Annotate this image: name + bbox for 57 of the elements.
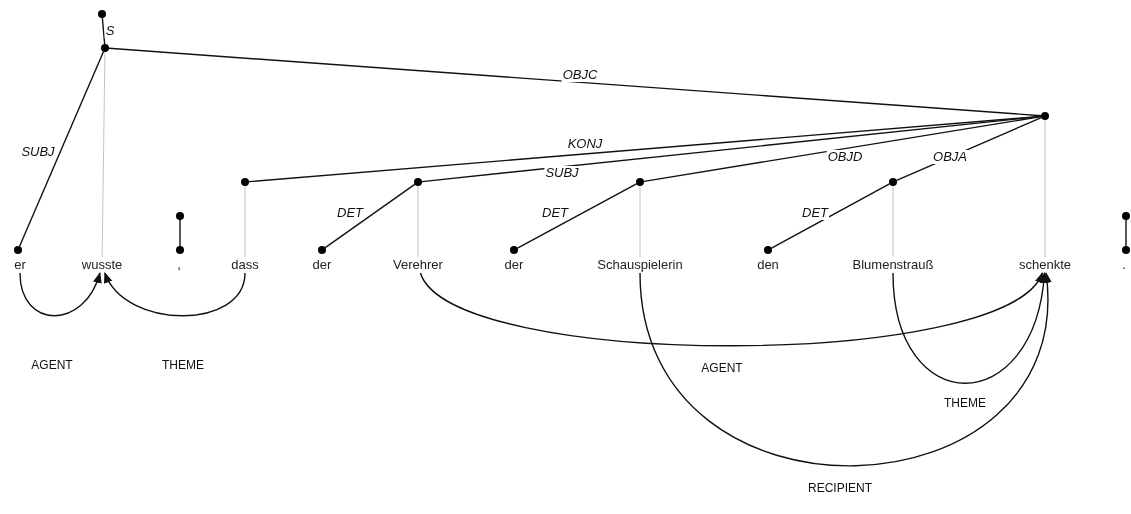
edge-label: THEME xyxy=(161,358,205,372)
circle-node xyxy=(176,246,184,254)
word-label: Verehrer xyxy=(393,257,443,273)
edge-label: RECIPIENT xyxy=(807,481,873,495)
dependency-line xyxy=(18,50,105,248)
edge-label: DET xyxy=(801,206,829,220)
edge-label: OBJC xyxy=(561,68,599,82)
circle-node xyxy=(636,178,644,186)
dependency-line xyxy=(101,17,106,45)
dependency-line xyxy=(108,47,1042,117)
word-label: den xyxy=(757,257,779,273)
edge-label: THEME xyxy=(943,396,987,410)
circle-node xyxy=(414,178,422,186)
projection-line xyxy=(101,51,106,258)
word-label: wusste xyxy=(81,257,123,273)
word-label: der xyxy=(312,257,332,273)
word-label: , xyxy=(177,257,181,273)
circle-node xyxy=(1122,246,1130,254)
circle-node xyxy=(176,212,184,220)
circle-node xyxy=(1041,112,1049,120)
edge-label: AGENT xyxy=(30,358,74,372)
edge-label: DET xyxy=(336,206,364,220)
word-label: schenkte xyxy=(1019,257,1071,273)
circle-node xyxy=(241,178,249,186)
circle-node xyxy=(510,246,518,254)
circle-node xyxy=(98,10,106,18)
circle-node xyxy=(101,44,109,52)
circle-node xyxy=(889,178,897,186)
circle-node xyxy=(1122,212,1130,220)
arrow xyxy=(419,272,1044,347)
word-label: er xyxy=(14,257,26,273)
word-label: . xyxy=(1122,257,1126,273)
circle-node xyxy=(764,246,772,254)
edge-label: S xyxy=(104,24,116,38)
arrow xyxy=(892,271,1048,384)
word-label: dass xyxy=(231,257,259,273)
edge-label: AGENT xyxy=(700,361,744,375)
dependency-line xyxy=(643,115,1042,183)
arrow xyxy=(639,271,1051,467)
edge-label: DET xyxy=(541,206,569,220)
edge-label: SUBJ xyxy=(20,145,56,159)
dependency-line xyxy=(179,219,181,247)
dependency-line xyxy=(1125,219,1127,247)
edge-label: OBJA xyxy=(932,150,968,164)
edge-label: KONJ xyxy=(566,137,604,151)
edge-label: SUBJ xyxy=(544,166,580,180)
dependency-line xyxy=(324,183,416,249)
circle-node xyxy=(14,246,22,254)
word-label: Blumenstrauß xyxy=(852,257,934,273)
dependency-line xyxy=(516,183,638,249)
word-label: der xyxy=(504,257,524,273)
edge-label: OBJD xyxy=(826,150,864,164)
word-label: Schauspielerin xyxy=(597,257,683,273)
arrow xyxy=(19,271,101,317)
dependency-line xyxy=(770,183,891,249)
circle-node xyxy=(318,246,326,254)
arrow xyxy=(104,272,246,317)
